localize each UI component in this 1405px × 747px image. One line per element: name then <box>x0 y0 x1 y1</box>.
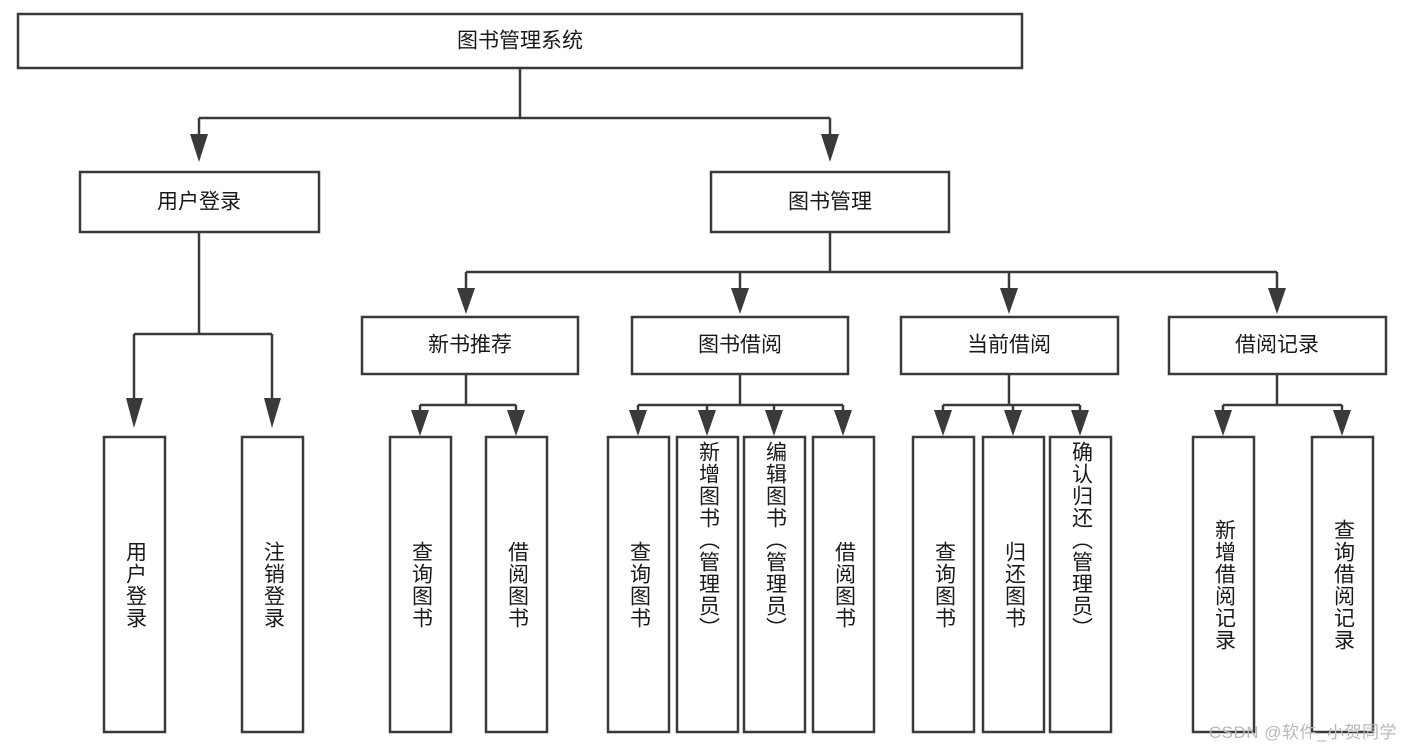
arrow-head-leaf-borrow-book-2 <box>834 410 852 436</box>
node-book-manage[interactable]: 图书管理 <box>709 170 951 234</box>
node-user-login-box[interactable] <box>78 170 321 234</box>
connector-group-current-borrow-to-leaves <box>934 374 1089 436</box>
connector-group-book-manage-to-level3 <box>457 232 1286 314</box>
leaf-box-borrow-book-1[interactable] <box>484 435 549 734</box>
leaf-box-query-book-2[interactable] <box>606 435 671 734</box>
leaf-box-add-book[interactable] <box>675 435 740 734</box>
arrow-head-leaf-borrow-book-1 <box>507 410 525 436</box>
arrow-head-leaf-user-login <box>126 398 143 428</box>
leaf-box-query-book-3[interactable] <box>911 435 976 734</box>
leaf-boxes <box>102 435 1375 734</box>
leaf-box-logout[interactable] <box>240 435 305 734</box>
arrow-head-leaf-query-book-3 <box>934 410 952 436</box>
node-new-book-rec[interactable]: 新书推荐 <box>360 315 580 376</box>
connector-group-borrow-record-to-leaves <box>1214 374 1351 436</box>
arrow-head-leaf-logout <box>264 398 281 428</box>
node-root-label: 图书管理系统 <box>457 30 583 53</box>
node-current-borrow-label: 当前借阅 <box>967 334 1051 357</box>
node-book-borrow-box[interactable] <box>630 315 850 376</box>
arrow-head-leaf-add-book <box>698 410 716 436</box>
node-root-box[interactable] <box>16 12 1024 70</box>
leaf-box-user-login[interactable] <box>102 435 167 734</box>
arrow-head-borrow-record <box>1268 288 1286 314</box>
leaf-box-add-record[interactable] <box>1191 435 1256 734</box>
arrow-head-leaf-return-book <box>1004 410 1022 436</box>
arrow-head-new-book-rec <box>457 288 475 314</box>
node-book-borrow-label: 图书借阅 <box>698 334 782 357</box>
connector-group-user-login-to-leaves <box>126 232 281 428</box>
node-current-borrow-box[interactable] <box>899 315 1120 376</box>
arrow-head-current-borrow <box>1000 288 1018 314</box>
arrow-head-leaf-confirm-return <box>1071 410 1089 436</box>
node-new-book-rec-box[interactable] <box>360 315 580 376</box>
arrow-head-leaf-edit-book <box>765 410 783 436</box>
node-user-login[interactable]: 用户登录 <box>78 170 321 234</box>
node-borrow-record-label: 借阅记录 <box>1235 334 1319 357</box>
node-root[interactable]: 图书管理系统 <box>16 12 1024 70</box>
leaf-box-confirm-return[interactable] <box>1048 435 1113 734</box>
node-borrow-record-box[interactable] <box>1167 315 1388 376</box>
leaf-box-query-record[interactable] <box>1310 435 1375 734</box>
arrow-head-book-borrow <box>731 288 749 314</box>
connector-group-root-to-level2 <box>190 68 839 162</box>
csdn-watermark: CSDN @软件_小贺同学 <box>1208 723 1397 742</box>
arrow-head-user-login <box>190 134 208 162</box>
connector-group-new-book-rec-to-leaves <box>411 374 525 436</box>
node-book-borrow[interactable]: 图书借阅 <box>630 315 850 376</box>
arrow-head-book-manage <box>821 134 839 162</box>
node-borrow-record[interactable]: 借阅记录 <box>1167 315 1388 376</box>
connector-group-book-borrow-to-leaves <box>629 374 852 436</box>
leaf-box-borrow-book-2[interactable] <box>811 435 876 734</box>
leaf-box-return-book[interactable] <box>981 435 1046 734</box>
node-current-borrow[interactable]: 当前借阅 <box>899 315 1120 376</box>
arrow-head-leaf-add-record <box>1214 410 1232 436</box>
node-book-manage-box[interactable] <box>709 170 951 234</box>
leaf-box-query-book-1[interactable] <box>388 435 453 734</box>
leaf-box-edit-book[interactable] <box>742 435 807 734</box>
node-book-manage-label: 图书管理 <box>788 191 872 214</box>
arrow-head-leaf-query-book-1 <box>411 410 429 436</box>
arrow-head-leaf-query-record <box>1333 410 1351 436</box>
node-new-book-rec-label: 新书推荐 <box>428 334 512 357</box>
arrow-head-leaf-query-book-2 <box>629 410 647 436</box>
node-user-login-label: 用户登录 <box>157 191 241 214</box>
